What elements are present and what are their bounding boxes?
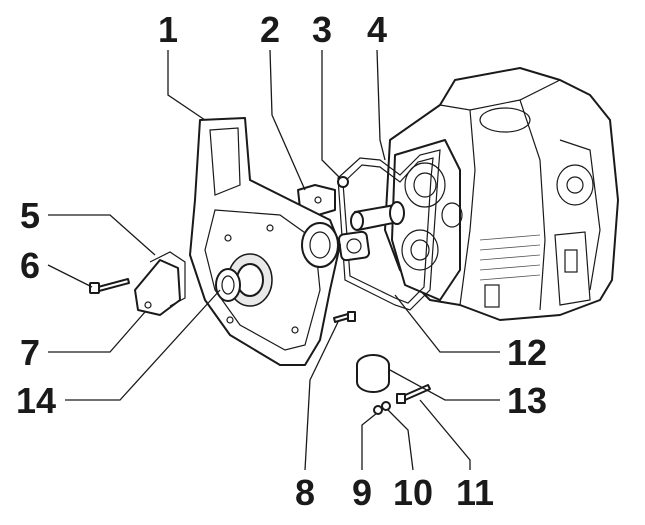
cover-gasket xyxy=(149,251,186,307)
gearbox-housing xyxy=(350,67,619,321)
callout-14: 14 xyxy=(16,380,56,421)
cover-bolt xyxy=(89,278,130,294)
callout-10: 10 xyxy=(393,472,433,513)
stud xyxy=(337,176,349,188)
callout-8: 8 xyxy=(295,472,315,513)
callout-13: 13 xyxy=(507,380,547,421)
housing-gasket xyxy=(337,149,441,311)
washer xyxy=(373,405,383,415)
callout-5: 5 xyxy=(20,195,40,236)
callout-1: 1 xyxy=(158,9,178,50)
callout-numbers: 1 2 3 4 5 6 7 14 8 9 10 11 12 13 xyxy=(16,9,547,513)
callout-9: 9 xyxy=(352,472,372,513)
housing-bolt xyxy=(333,311,356,323)
callout-11: 11 xyxy=(456,472,494,513)
inspection-cover xyxy=(134,259,181,316)
callout-12: 12 xyxy=(507,332,547,373)
small-gasket xyxy=(337,230,371,262)
flywheel-housing xyxy=(189,117,341,366)
callout-3: 3 xyxy=(312,9,332,50)
callout-7: 7 xyxy=(20,332,40,373)
callout-2: 2 xyxy=(260,9,280,50)
callout-4: 4 xyxy=(367,9,387,50)
leader-lines xyxy=(47,49,500,471)
callout-6: 6 xyxy=(20,245,40,286)
oil-seal xyxy=(215,268,241,302)
nut xyxy=(381,401,391,411)
cap-bolt xyxy=(396,384,431,404)
bearing-cap xyxy=(356,354,390,393)
